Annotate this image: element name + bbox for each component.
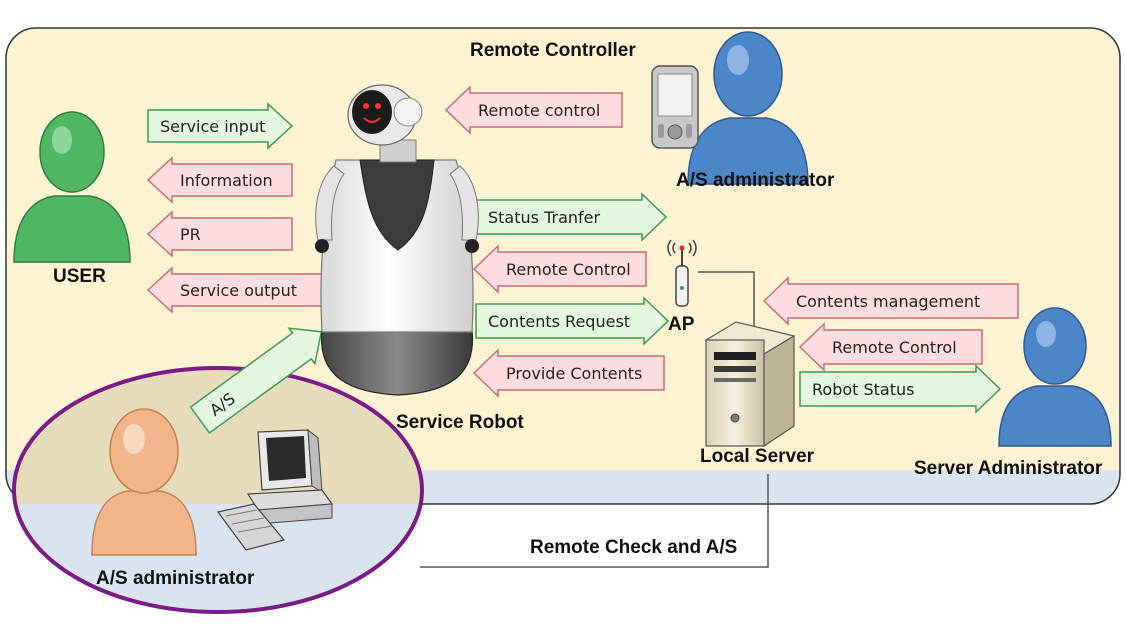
computer-icon [216, 428, 334, 551]
user-figure [13, 111, 131, 263]
label-as-admin-bottom: A/S administrator [96, 568, 255, 589]
node-labels: USER Remote Controller A/S administrator… [53, 40, 1103, 589]
arrow-status-transfer: Status Tranfer [475, 192, 668, 242]
arrow-label: PR [180, 225, 201, 244]
arrow-label: Service input [160, 117, 265, 136]
arrow-as: A/S [189, 327, 323, 434]
label-server-admin: Server Administrator [914, 458, 1103, 479]
arrow-provide-contents: Provide Contents [472, 348, 665, 398]
arrow-remote-control-server: Remote Control [798, 322, 983, 372]
ellipse-border [12, 366, 424, 614]
admin-top-person-icon [687, 31, 809, 185]
arrow-shape [799, 364, 1002, 414]
label-ap: AP [668, 314, 695, 335]
arrow-shape [146, 266, 329, 314]
label-local-server: Local Server [700, 446, 815, 467]
admin-bottom-person-icon [91, 408, 197, 556]
arrow-contents-management: Contents management [762, 276, 1019, 326]
label-service-robot: Service Robot [396, 412, 524, 433]
arrow-label: Contents management [796, 292, 980, 311]
arrow-label: Remote control [478, 101, 600, 120]
arrow-label: Remote Control [832, 338, 957, 357]
arrow-shape [762, 276, 1019, 326]
server-tower-icon [704, 321, 796, 448]
arrow-shape [475, 296, 670, 346]
label-user: USER [53, 266, 106, 287]
arrow-contents-request: Contents Request [475, 296, 670, 346]
arrow-label: Status Tranfer [488, 208, 600, 227]
arrow-shape [798, 322, 983, 372]
label-as-admin-top: A/S administrator [676, 170, 835, 191]
arrow-information: Information [146, 156, 293, 204]
arrow-shape [189, 327, 323, 434]
arrow-remote-control-ap: Remote Control [472, 244, 647, 294]
ellipse-lower-fill [14, 504, 422, 612]
arrow-remote-control-top: Remote control [444, 85, 623, 135]
arrow-label: Provide Contents [506, 364, 642, 383]
arrow-label: Contents Request [488, 312, 630, 331]
service-robot-icon [315, 84, 479, 396]
panel-border [5, 27, 1121, 505]
arrow-service-input: Service input [147, 102, 294, 150]
arrow-robot-status: Robot Status [799, 364, 1002, 414]
pda-icon [651, 65, 699, 149]
arrow-shape [146, 210, 293, 258]
arrow-shape [147, 102, 294, 150]
arrow-label: Information [180, 171, 273, 190]
arrow-shape [444, 85, 623, 135]
arrow-pr: PR [146, 210, 293, 258]
router-icon [667, 239, 697, 307]
arrow-shape [146, 156, 293, 204]
user-person-icon [13, 111, 131, 263]
server-admin-person-icon [998, 307, 1112, 447]
label-remote-check: Remote Check and A/S [530, 537, 737, 558]
arrow-service-output: Service output [146, 266, 329, 314]
ap-server-line [698, 271, 755, 352]
label-remote-controller: Remote Controller [470, 40, 636, 61]
arrow-label: Service output [180, 281, 297, 300]
arrow-label: Remote Control [506, 260, 631, 279]
connector-lines [420, 271, 769, 568]
arrow-shape [475, 192, 668, 242]
remote-check-line [420, 474, 769, 568]
arrow-shape [472, 348, 665, 398]
arrow-shape [472, 244, 647, 294]
arrow-label: Robot Status [812, 380, 914, 399]
